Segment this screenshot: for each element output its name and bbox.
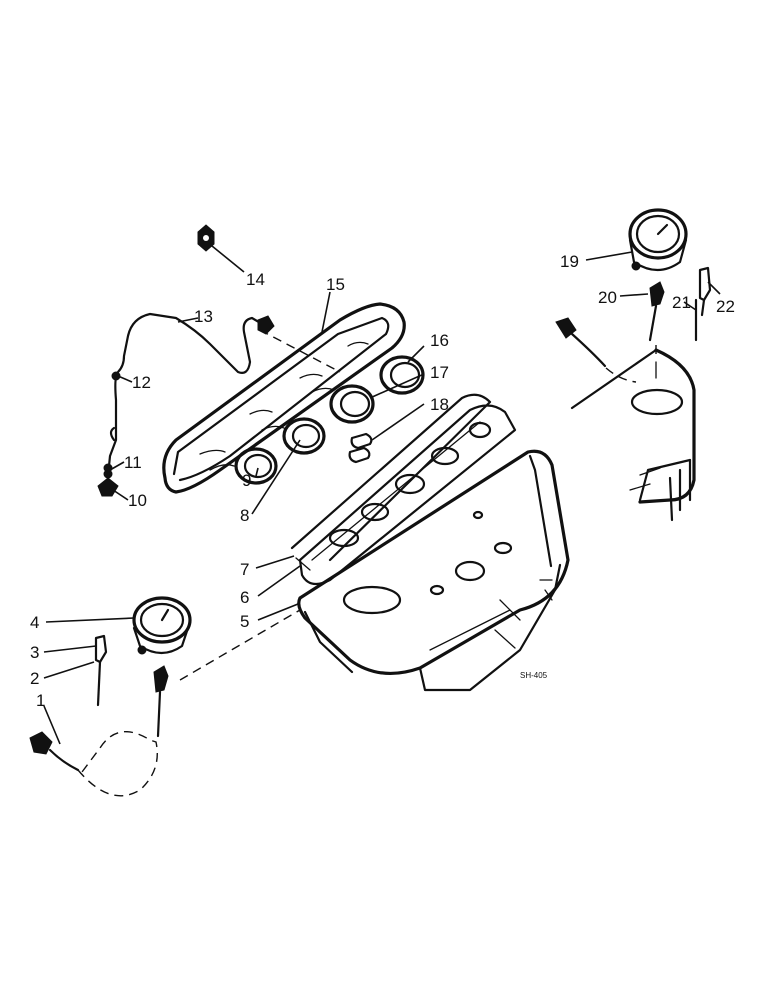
indicator-lamp	[197, 224, 215, 252]
callout-20: 20	[598, 288, 617, 307]
capillary-tube	[103, 312, 275, 478]
small-gauge-17	[329, 384, 375, 424]
callout-11: 11	[124, 453, 142, 472]
small-gauge-9	[234, 447, 278, 485]
callout-8: 8	[240, 506, 249, 525]
rear-dash-panel	[570, 348, 696, 522]
bulb-socket-3	[94, 634, 108, 707]
cable-sender-1	[29, 731, 80, 772]
callout-17: 17	[430, 363, 449, 382]
gauge-gasket	[290, 393, 492, 571]
small-gauge-16	[379, 355, 425, 395]
callout-labels: 1 2 3 4 5 6 7 8 9 10 11 12 13 14 15 16 1…	[30, 252, 735, 710]
gauge-housing	[162, 302, 406, 494]
callout-16: 16	[430, 331, 449, 350]
callout-5: 5	[240, 612, 249, 631]
callout-15: 15	[326, 275, 345, 294]
callout-21: 21	[672, 293, 691, 312]
speedometer-gauge	[132, 596, 192, 655]
callout-7: 7	[240, 560, 249, 579]
gauge-mounting-plate	[298, 404, 517, 586]
callout-22: 22	[716, 297, 735, 316]
callout-9: 9	[242, 471, 251, 490]
callout-2: 2	[30, 669, 39, 688]
callout-6: 6	[240, 588, 249, 607]
callout-4: 4	[30, 613, 39, 632]
tachometer-drive-20	[648, 281, 665, 342]
leader-lines	[43, 245, 721, 745]
tachometer-gauge	[628, 208, 688, 272]
gauge-clamp	[348, 432, 373, 464]
callout-13: 13	[194, 307, 213, 326]
callout-14: 14	[246, 270, 265, 289]
instrument-panel	[297, 449, 570, 692]
callout-18: 18	[430, 395, 449, 414]
callout-12: 12	[132, 373, 151, 392]
figure-reference-code: SH-405	[520, 671, 548, 680]
small-gauge-8	[282, 417, 326, 455]
tachometer-cable-route	[259, 329, 657, 383]
drive-cable-end	[555, 317, 607, 368]
callout-1: 1	[36, 691, 45, 710]
speedometer-drive	[153, 665, 169, 738]
callout-3: 3	[30, 643, 39, 662]
bulb-socket-22	[698, 266, 712, 317]
callout-19: 19	[560, 252, 579, 271]
speedometer-cable-route	[77, 609, 301, 797]
callout-10: 10	[128, 491, 147, 510]
